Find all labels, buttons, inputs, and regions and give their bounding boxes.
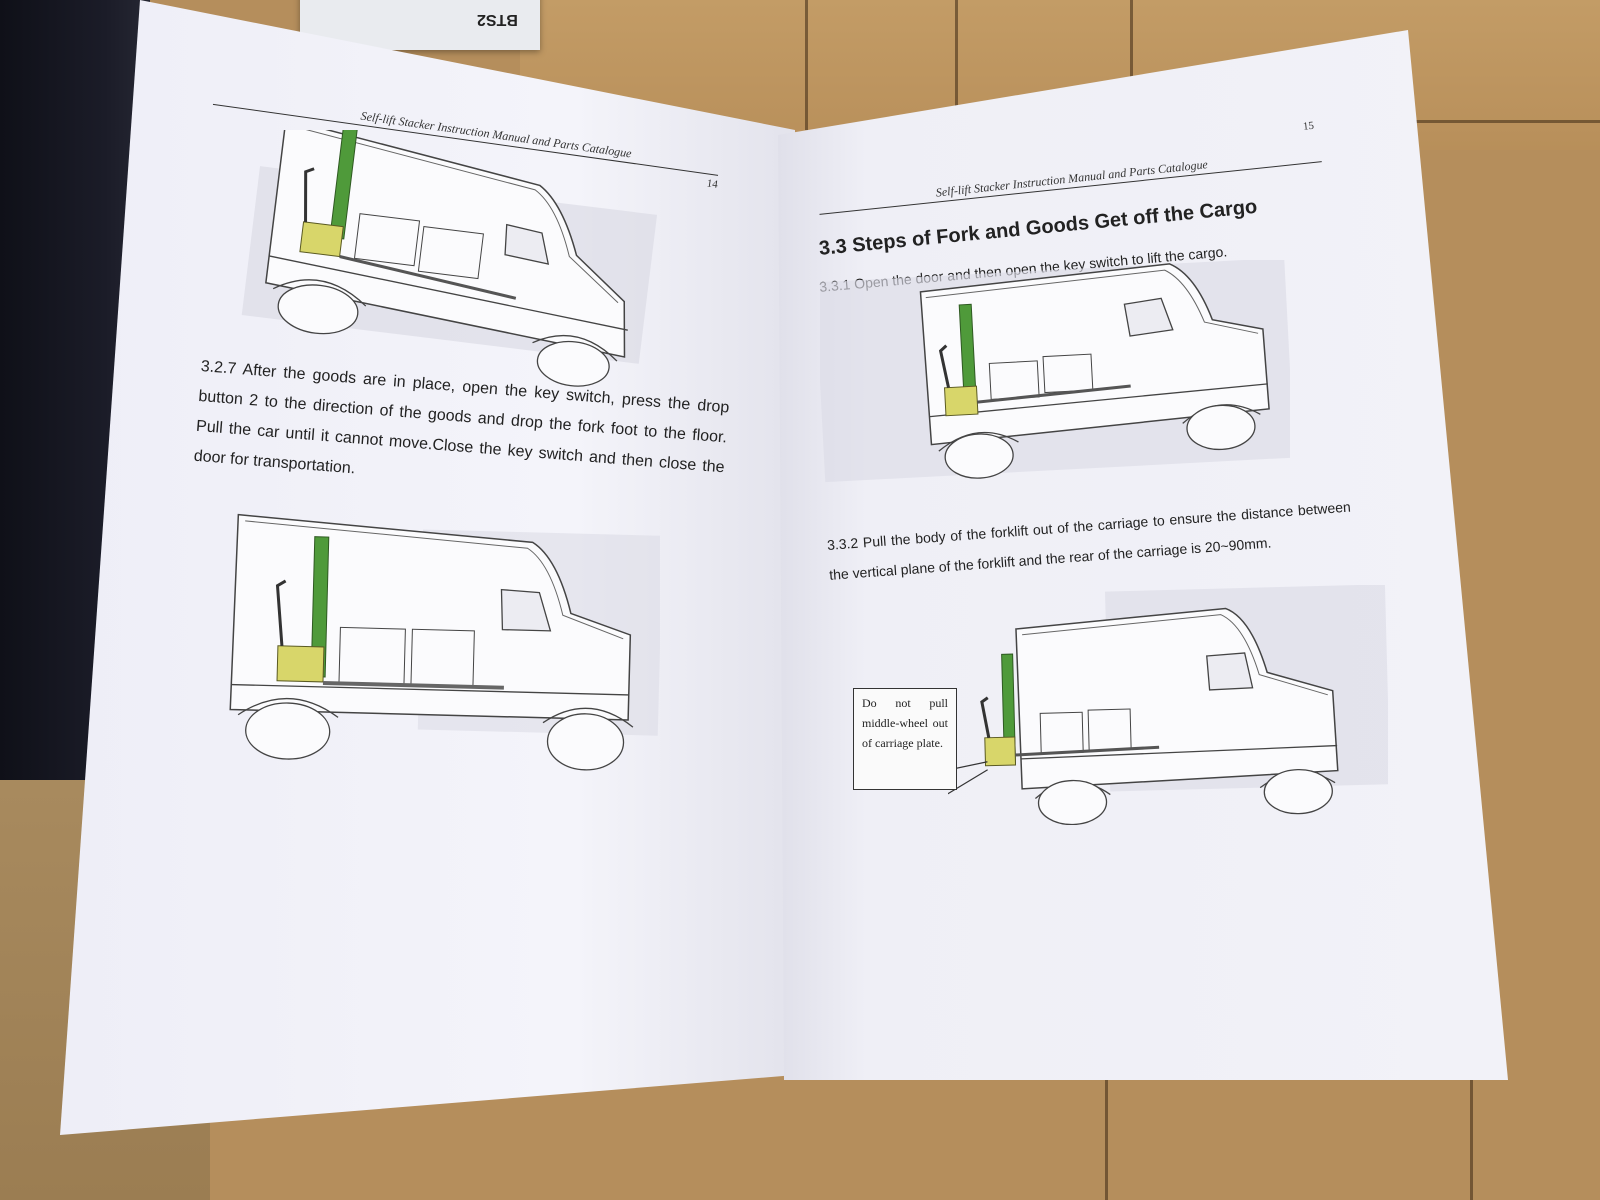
van-diagram-fork-lowered bbox=[229, 513, 660, 771]
cargo-box bbox=[1042, 353, 1094, 394]
step-332-group: 3.3.2 Pull the body of the forklift out … bbox=[826, 492, 1354, 590]
wheel bbox=[1186, 404, 1256, 451]
callout-box: Do not pull middle-wheel out of carriage… bbox=[853, 688, 957, 790]
stacker-handle bbox=[938, 344, 950, 388]
wheel bbox=[536, 340, 610, 387]
right-page: Self-lift Stacker Instruction Manual and… bbox=[778, 30, 1508, 1080]
cargo-box bbox=[353, 213, 421, 267]
van-roof-line bbox=[1022, 614, 1328, 696]
wheel bbox=[1263, 768, 1333, 815]
wheel bbox=[944, 433, 1014, 479]
cargo-box bbox=[338, 626, 406, 685]
cargo-floor bbox=[929, 383, 1268, 418]
callout-text: Do not pull middle-wheel out of carriage… bbox=[862, 696, 948, 750]
right-page-number: 15 bbox=[1302, 119, 1315, 133]
van-window bbox=[1123, 297, 1174, 337]
van-window bbox=[500, 588, 552, 632]
van-window bbox=[1206, 652, 1254, 691]
fork-rail bbox=[1015, 745, 1160, 757]
wheel-arch bbox=[542, 707, 634, 728]
cargo-floor bbox=[230, 683, 629, 696]
cargo-box bbox=[988, 360, 1040, 400]
box-seam bbox=[1390, 120, 1600, 123]
right-page-header: Self-lift Stacker Instruction Manual and… bbox=[935, 157, 1209, 200]
stacker-body bbox=[943, 385, 979, 417]
fork-rail bbox=[977, 384, 1131, 404]
stacker-handle bbox=[304, 167, 315, 223]
wheel-arch bbox=[272, 279, 367, 307]
stacker-handle bbox=[275, 579, 287, 646]
stacker-body bbox=[984, 736, 1017, 767]
fork-rail bbox=[322, 680, 504, 690]
left-page: Self-lift Stacker Instruction Manual and… bbox=[60, 0, 795, 1135]
cargo-floor bbox=[1021, 744, 1338, 760]
van-roof-line bbox=[291, 130, 619, 304]
box-seam bbox=[1105, 1060, 1108, 1200]
wheel bbox=[277, 284, 359, 335]
wheel bbox=[1037, 779, 1108, 825]
box-seam bbox=[1470, 1060, 1473, 1200]
wheel-arch bbox=[237, 697, 339, 718]
van-diagram-pull-out bbox=[948, 585, 1388, 825]
stacker-body bbox=[299, 221, 344, 258]
cargo-box bbox=[1087, 708, 1132, 751]
stacker-body bbox=[276, 645, 325, 683]
van-diagram-loaded-fork-raised bbox=[241, 130, 658, 387]
step-332-text: 3.3.2 Pull the body of the forklift out … bbox=[826, 498, 1352, 583]
cargo-box bbox=[410, 628, 475, 687]
van-roof-line bbox=[245, 520, 624, 640]
van-diagram-lift-cargo bbox=[820, 260, 1290, 483]
cargo-box bbox=[1039, 711, 1084, 754]
van-body bbox=[229, 513, 632, 721]
box-seam bbox=[805, 0, 808, 130]
callout-leader bbox=[948, 769, 988, 797]
box-seam bbox=[955, 0, 958, 110]
box-seam bbox=[1130, 0, 1133, 90]
van-roof-line bbox=[925, 269, 1259, 334]
cargo-floor bbox=[269, 255, 628, 331]
left-page-number: 14 bbox=[705, 177, 719, 191]
wheel-arch bbox=[938, 431, 1019, 452]
van-window bbox=[504, 223, 550, 265]
stacker-handle bbox=[980, 696, 991, 738]
wheel-arch bbox=[532, 335, 618, 362]
box-label-text: BTS2 bbox=[477, 11, 518, 28]
fork-rail bbox=[339, 255, 517, 300]
wheel bbox=[245, 702, 331, 760]
wheel bbox=[546, 713, 625, 771]
cargo-box bbox=[417, 226, 484, 280]
